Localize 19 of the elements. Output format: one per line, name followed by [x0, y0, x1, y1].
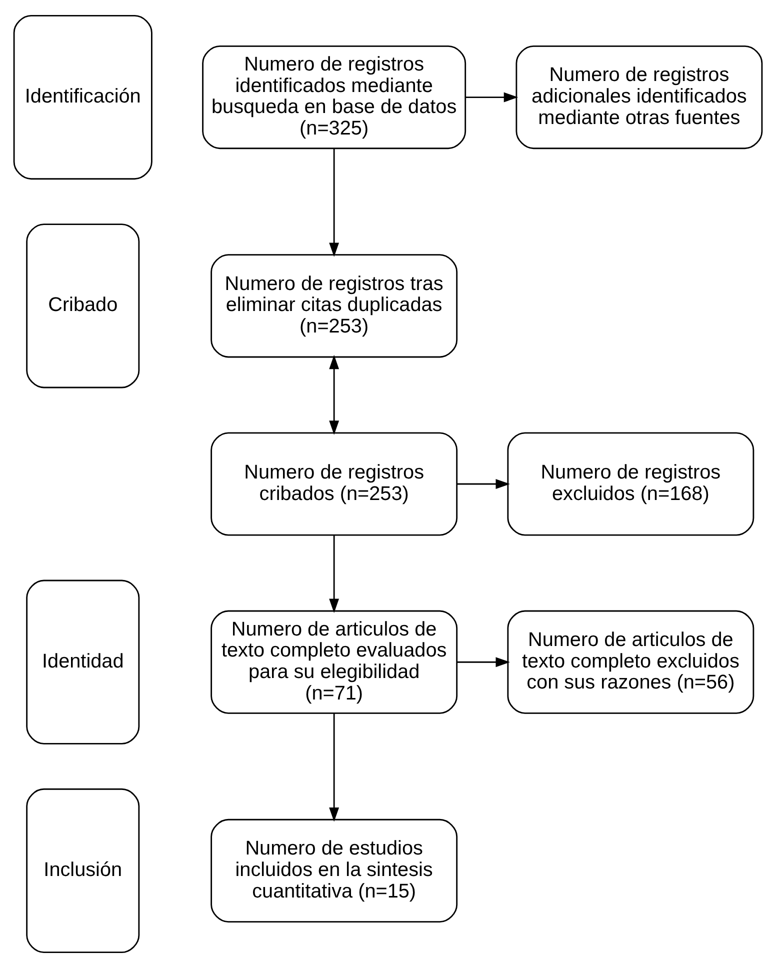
- node-box: Inclusión: [26, 788, 140, 953]
- node-box: Numero de registros adicionales identificados mediante otras fuentes: [516, 44, 763, 149]
- arrow: [329, 712, 340, 822]
- node-box: Numero de registros cribados (n=253): [210, 432, 458, 536]
- node-box: Numero de registros identificados mediante busqueda en base de datos (n=325): [202, 44, 466, 149]
- arrow: [329, 148, 340, 256]
- node-box: Identidad: [26, 579, 140, 744]
- arrow: [329, 534, 340, 612]
- node-box: Cribado: [26, 223, 140, 388]
- node-box: Numero de articulos de texto completo excluidos con sus razones (n=56): [507, 610, 754, 714]
- node-box: Identificación: [13, 14, 152, 180]
- node-box: Numero de registros tras eliminar citas duplicadas (n=253): [210, 254, 458, 358]
- arrow: [466, 92, 518, 102]
- arrow: [329, 354, 340, 434]
- node-box: Numero de estudios incluidos en la sintesis cuantitativa (n=15): [210, 818, 458, 922]
- arrow: [456, 478, 510, 488]
- arrow: [456, 656, 510, 667]
- node-box: Numero de registros excluidos (n=168): [507, 432, 754, 536]
- node-box: Numero de articulos de texto completo evaluados para su elegibilidad (n=71): [210, 610, 458, 714]
